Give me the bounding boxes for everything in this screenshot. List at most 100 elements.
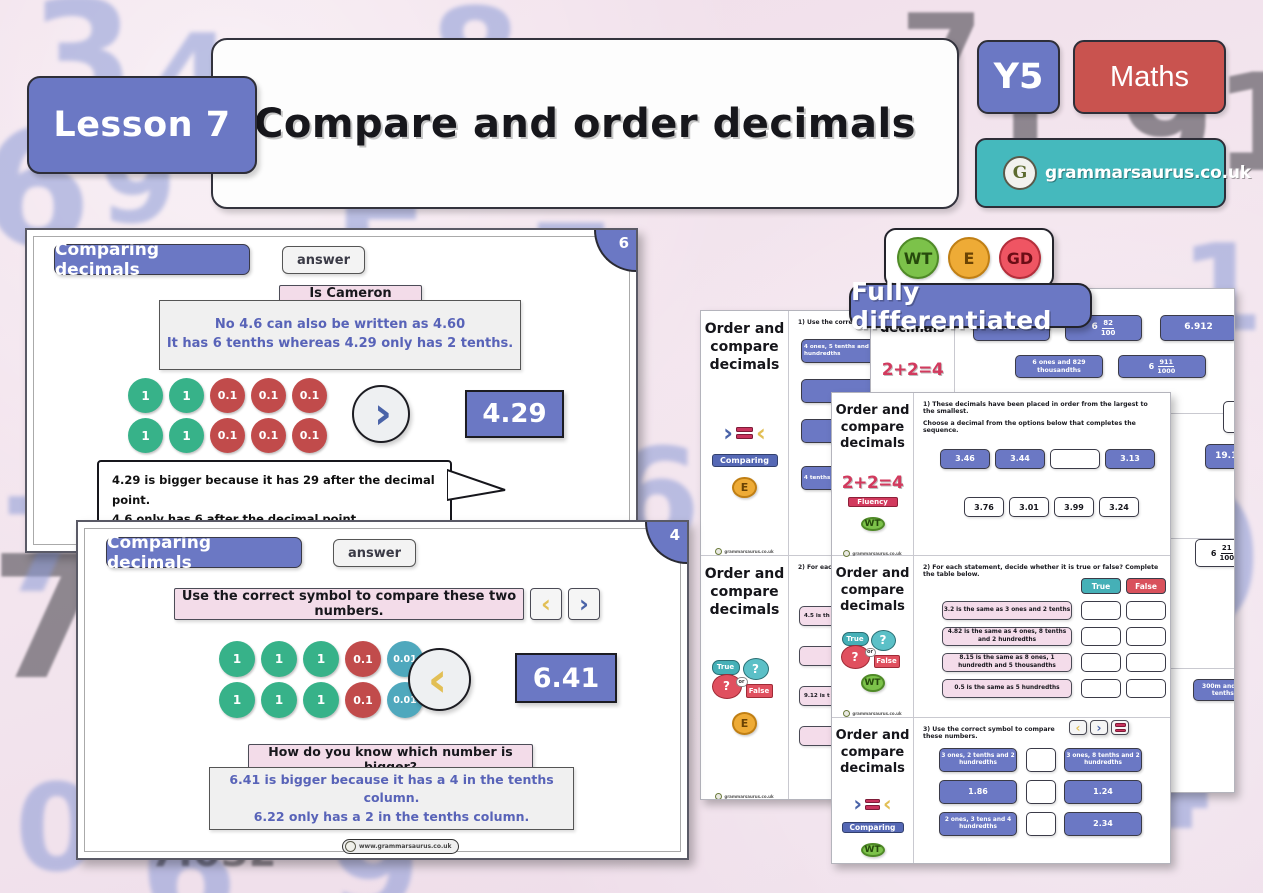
answer-line-1: No 4.6 can also be written as 4.60 bbox=[214, 317, 466, 333]
equals-option-button[interactable] bbox=[1111, 720, 1129, 735]
decimal-box[interactable]: 300m and 30 tenths. bbox=[1193, 679, 1234, 701]
compare-symbols-icon: › ‹ bbox=[853, 791, 892, 816]
compare-right-box[interactable]: 3 ones, 8 tenths and 2 hundredths bbox=[1064, 748, 1142, 772]
worksheet-question-3: 3) Use the correct symbol to compare the… bbox=[923, 726, 1055, 740]
compare-answer-box[interactable] bbox=[1026, 812, 1056, 836]
equals-icon bbox=[865, 798, 880, 810]
worksheet-row: Order and compare decimals 2+2=4 Fluency… bbox=[832, 393, 1170, 557]
tick-cell-true[interactable] bbox=[1081, 627, 1121, 646]
compare-left-box[interactable]: 3 ones, 2 tenths and 2 hundredths bbox=[939, 748, 1017, 772]
decimal-box[interactable]: 19.113 bbox=[1205, 444, 1234, 469]
medal-label: GD bbox=[1006, 248, 1034, 268]
answer-button[interactable]: answer bbox=[333, 539, 416, 567]
fully-differentiated-banner: Fully differentiated bbox=[849, 277, 1092, 335]
number-box: 4.29 bbox=[465, 390, 564, 438]
brand-logo-letter: G bbox=[1012, 163, 1028, 183]
less-than-option-button[interactable]: ‹ bbox=[530, 588, 562, 620]
sequence-box[interactable]: 3.46 bbox=[940, 449, 990, 469]
counter-label: 1 bbox=[316, 652, 326, 666]
option-box[interactable]: 3.24 bbox=[1099, 497, 1139, 517]
compare-answer-box[interactable] bbox=[1026, 748, 1056, 772]
brand-badge[interactable]: G grammarsaurus.co.uk bbox=[975, 138, 1251, 208]
sidebar-badge: Comparing bbox=[711, 453, 778, 467]
slide-card-comparing-decimals-6[interactable]: 6 Comparing decimals answer Is Cameron c… bbox=[25, 228, 638, 553]
grammarsaurus-logo-icon bbox=[715, 793, 723, 799]
footer-brand-label: www.grammarsaurus.co.uk bbox=[359, 843, 452, 850]
title-card: Compare and order decimals bbox=[211, 38, 959, 209]
tick-cell-false[interactable] bbox=[1126, 627, 1166, 646]
grammarsaurus-logo-icon bbox=[345, 841, 356, 852]
counter-label: 0.01 bbox=[393, 694, 417, 706]
medal-e-icon: E bbox=[948, 237, 990, 279]
worksheet-title: Order and compare decimals bbox=[836, 728, 910, 778]
compare-right-box[interactable]: 2.34 bbox=[1064, 812, 1142, 836]
option-box[interactable]: 3.76 bbox=[964, 497, 1004, 517]
decimal-box-label: 6 ones and 829 thousandths bbox=[1032, 358, 1086, 374]
decimal-box[interactable]: 6.912 bbox=[1160, 315, 1234, 341]
sequence-label: 3.13 bbox=[1120, 454, 1140, 463]
worksheet-question: 2) For each bbox=[798, 564, 836, 571]
compare-left-box[interactable]: 1.86 bbox=[939, 780, 1017, 804]
tick-cell-true[interactable] bbox=[1081, 679, 1121, 698]
tick-cell-false[interactable] bbox=[1126, 653, 1166, 672]
sequence-box[interactable]: 3.13 bbox=[1105, 449, 1155, 469]
statement-label: 0.5 is the same as 5 hundredths bbox=[954, 684, 1060, 691]
counter-label: 1 bbox=[232, 652, 242, 666]
compare-answer-box[interactable] bbox=[1026, 780, 1056, 804]
page-header: Lesson 7 Compare and order decimals Y5 M… bbox=[0, 18, 1263, 209]
grammarsaurus-logo-icon bbox=[715, 548, 723, 555]
table-header-label: False bbox=[1135, 581, 1157, 591]
number-box-label: 6.41 bbox=[532, 662, 600, 694]
sequence-label: 3.46 bbox=[955, 454, 975, 463]
compare-right-box[interactable]: 1.24 bbox=[1064, 780, 1142, 804]
counter-one: 1 bbox=[219, 682, 255, 718]
greater-than-option-button[interactable]: › bbox=[1090, 720, 1108, 735]
chevron-glyph: › bbox=[373, 388, 393, 439]
fluency-logo-label: 2+2=4 bbox=[841, 472, 904, 493]
tick-cell-false[interactable] bbox=[1126, 601, 1166, 620]
sequence-box[interactable]: 3.44 bbox=[995, 449, 1045, 469]
fluency-badge: Fluency bbox=[847, 496, 898, 507]
counter-label: 1 bbox=[316, 693, 326, 707]
answer-button[interactable]: answer bbox=[282, 246, 365, 274]
compare-right-label: 1.24 bbox=[1093, 787, 1113, 796]
worksheet-question-1a: 1) These decimals have been placed in or… bbox=[923, 401, 1148, 415]
answer-button-label: answer bbox=[347, 545, 401, 561]
empty-answer-box[interactable] bbox=[1223, 401, 1234, 433]
equals-icon bbox=[736, 426, 753, 439]
option-box[interactable]: 3.01 bbox=[1009, 497, 1049, 517]
option-box[interactable]: 3.99 bbox=[1054, 497, 1094, 517]
subject-badge-label: Maths bbox=[1110, 60, 1189, 93]
medal-label: E bbox=[740, 717, 749, 731]
number-box: 6.41 bbox=[515, 653, 617, 703]
footer-brand-label: grammarsaurus.co.uk bbox=[852, 550, 902, 556]
counter-label: 1 bbox=[274, 652, 284, 666]
fluency-logo-icon: 2+2=4 bbox=[882, 360, 944, 380]
counter-tenth: 0.1 bbox=[345, 641, 381, 677]
less-than-option-button[interactable]: ‹ bbox=[1069, 720, 1087, 735]
compare-right-label: 3 ones, 8 tenths and 2 hundredths bbox=[1066, 752, 1140, 766]
worksheet-title: Order and compare decimals bbox=[836, 403, 910, 453]
page-title: Compare and order decimals bbox=[254, 100, 916, 147]
decimal-box[interactable]: 6 ones and 829 thousandths bbox=[1015, 355, 1103, 378]
worksheet-footer-brand: grammarsaurus.co.uk bbox=[843, 549, 902, 557]
tick-cell-true[interactable] bbox=[1081, 653, 1121, 672]
medal-label: WT bbox=[864, 844, 881, 855]
statement-box: 3.2 is the same as 3 ones and 2 tenths bbox=[942, 601, 1072, 620]
compare-left-box[interactable]: 2 ones, 3 tens and 4 hundredths bbox=[939, 812, 1017, 836]
worksheet-body: 1) These decimals have been placed in or… bbox=[914, 393, 1170, 555]
tick-cell-false[interactable] bbox=[1126, 679, 1166, 698]
worksheet-question: 1) Use the correct s bbox=[798, 319, 865, 326]
chevron-glyph: › bbox=[1096, 720, 1102, 735]
statement-label: 8.15 is the same as 8 ones, 1 hundredth … bbox=[958, 655, 1056, 669]
sequence-empty-box[interactable] bbox=[1050, 449, 1100, 469]
greater-than-option-button[interactable]: › bbox=[568, 588, 600, 620]
worksheet-mid[interactable]: Order and compare decimals 2+2=4 Fluency… bbox=[831, 392, 1171, 864]
counter-label: 1 bbox=[141, 428, 150, 443]
counter-one: 1 bbox=[128, 378, 163, 413]
tick-cell-true[interactable] bbox=[1081, 601, 1121, 620]
slide-card-comparing-decimals-4[interactable]: 4 Comparing decimals answer Use the corr… bbox=[76, 520, 689, 860]
